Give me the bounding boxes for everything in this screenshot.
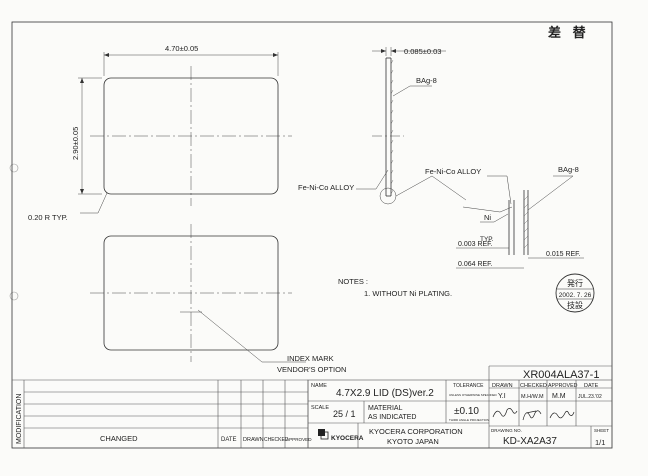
date-label: DATE bbox=[584, 383, 599, 389]
checked-label: CHECKED bbox=[520, 383, 547, 389]
bag8-top-label: BAg-8 bbox=[416, 76, 437, 85]
material-label: MATERIAL bbox=[368, 405, 403, 412]
punch-hole bbox=[9, 163, 19, 173]
corner-radius-label: 0.20 R TYP. bbox=[28, 213, 68, 222]
checked-value: M.H/W.M bbox=[521, 394, 544, 400]
drawing-no-label: DRAWING NO. bbox=[491, 428, 522, 433]
logo-text: KYOCERA bbox=[331, 435, 364, 442]
approved-value: M.M bbox=[552, 393, 566, 400]
detail-braze-hatch bbox=[523, 195, 529, 249]
rev-approved-label: APPROVED bbox=[286, 437, 312, 442]
tolerance-sub: UNLESS OTHERWISE SPECIFIED bbox=[449, 393, 497, 397]
note-item-1: 1. WITHOUT Ni PLATING. bbox=[364, 289, 452, 298]
stamp-top: 発行 bbox=[567, 278, 583, 288]
fe-ni-co-right-label: Fe-Ni-Co ALLOY bbox=[425, 167, 481, 176]
stamp-date: 2002. 7. 26 bbox=[559, 292, 592, 299]
stamp-bottom: 技設 bbox=[567, 300, 583, 310]
punch-hole bbox=[9, 291, 19, 301]
drawing-no: KD-XA2A37 bbox=[503, 436, 557, 447]
ref-0064-label: 0.064 REF. bbox=[458, 261, 493, 268]
scale-value: 25 / 1 bbox=[333, 409, 356, 419]
projection-label: THIRD ANGLE PROJECTION bbox=[449, 418, 489, 422]
changed-label: CHANGED bbox=[100, 434, 138, 443]
kyocera-logo: KYOCERA bbox=[318, 429, 364, 442]
modification-label: MODIFICATION bbox=[16, 394, 23, 444]
name-label: NAME bbox=[311, 383, 327, 389]
sheet-label: SHEET bbox=[594, 428, 609, 433]
approval-stamp: 発行 2002. 7. 26 技設 bbox=[555, 273, 595, 313]
ni-label: Ni bbox=[484, 213, 491, 222]
rev-drawn-label: DRAWN bbox=[243, 437, 264, 443]
tolerance-value: ±0.10 bbox=[454, 406, 479, 417]
fe-ni-co-left-label: Fe-Ni-Co ALLOY bbox=[298, 183, 354, 192]
approved-label: APPROVED bbox=[548, 383, 578, 389]
date-value: JUL.23.'02 bbox=[578, 394, 602, 400]
company-name: KYOCERA CORPORATION bbox=[369, 427, 463, 436]
braze-layer-hatch bbox=[390, 59, 394, 195]
name-value: 4.7X2.9 LID (DS)ver.2 bbox=[336, 388, 434, 399]
index-mark-label: INDEX MARK bbox=[287, 354, 334, 363]
vendors-option-label: VENDOR'S OPTION bbox=[277, 365, 346, 374]
typ-label: TYP. bbox=[480, 236, 494, 243]
rev-date-label: DATE bbox=[221, 437, 237, 443]
ref-0015-label: 0.015 REF. bbox=[546, 251, 581, 258]
scale-label: SCALE bbox=[311, 405, 329, 411]
rev-checked-label: CHECKED bbox=[264, 437, 289, 443]
material-value: AS INDICATED bbox=[368, 414, 417, 421]
bag8-right-label: BAg-8 bbox=[558, 165, 579, 174]
revision-block: MODIFICATION CHANGED DATE DRAWN CHECKED … bbox=[12, 379, 312, 448]
drawn-label: DRAWN bbox=[492, 383, 513, 389]
drawn-value: Y.I bbox=[498, 393, 506, 400]
notes-heading: NOTES : bbox=[338, 277, 368, 286]
thickness-dimension: 0.085±0.03 bbox=[404, 47, 441, 56]
height-dimension: 2.90±0.05 bbox=[71, 127, 80, 160]
width-dimension: 4.70±0.05 bbox=[165, 44, 198, 53]
signatures bbox=[492, 408, 575, 421]
tolerance-label: TOLERANCE bbox=[453, 383, 484, 389]
title-block: XR004ALA37-1 NAME 4.7X2.9 LID (DS)ver.2 … bbox=[307, 365, 613, 449]
sheet-value: 1/1 bbox=[595, 438, 605, 447]
corner-mark: 差 替 bbox=[548, 25, 590, 40]
doc-id: XR004ALA37-1 bbox=[523, 369, 599, 381]
company-city: KYOTO JAPAN bbox=[387, 437, 439, 446]
ref-0003-label: 0.003 REF. bbox=[458, 241, 493, 248]
